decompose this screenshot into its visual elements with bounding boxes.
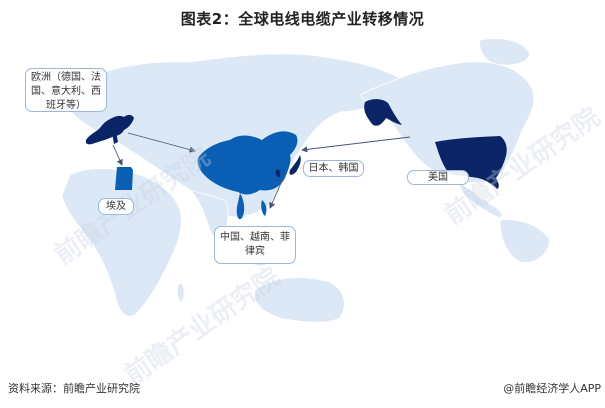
chart-title: 图表2：全球电线电缆产业转移情况 <box>180 10 425 28</box>
highlight-mid <box>115 131 298 220</box>
map-svg <box>59 38 551 323</box>
label-usa: 美国 <box>407 170 469 185</box>
arrow-usa-to-china <box>301 136 411 153</box>
label-china-vietnam-philippines: 中国、越南、菲律宾 <box>214 226 296 264</box>
credit-note: @前瞻经济学人APP <box>503 382 601 395</box>
land-masses <box>59 38 551 323</box>
arrow-japan-to-philippines <box>269 173 286 209</box>
arrow-europe-to-china <box>127 132 196 153</box>
label-japan-korea: 日本、韩国 <box>303 160 364 177</box>
label-europe: 欧洲（德国、法国、意大利、西班牙等） <box>25 68 107 112</box>
source-note: 资料来源：前瞻产业研究院 <box>8 382 140 395</box>
arrow-europe-to-egypt <box>112 144 123 166</box>
highlight-dark <box>85 99 507 189</box>
flow-arrows <box>112 132 411 209</box>
label-egypt: 埃及 <box>98 198 134 215</box>
world-map: 前瞻产业研究院 前瞻产业研究院 前瞻产业研究院 <box>0 36 605 391</box>
